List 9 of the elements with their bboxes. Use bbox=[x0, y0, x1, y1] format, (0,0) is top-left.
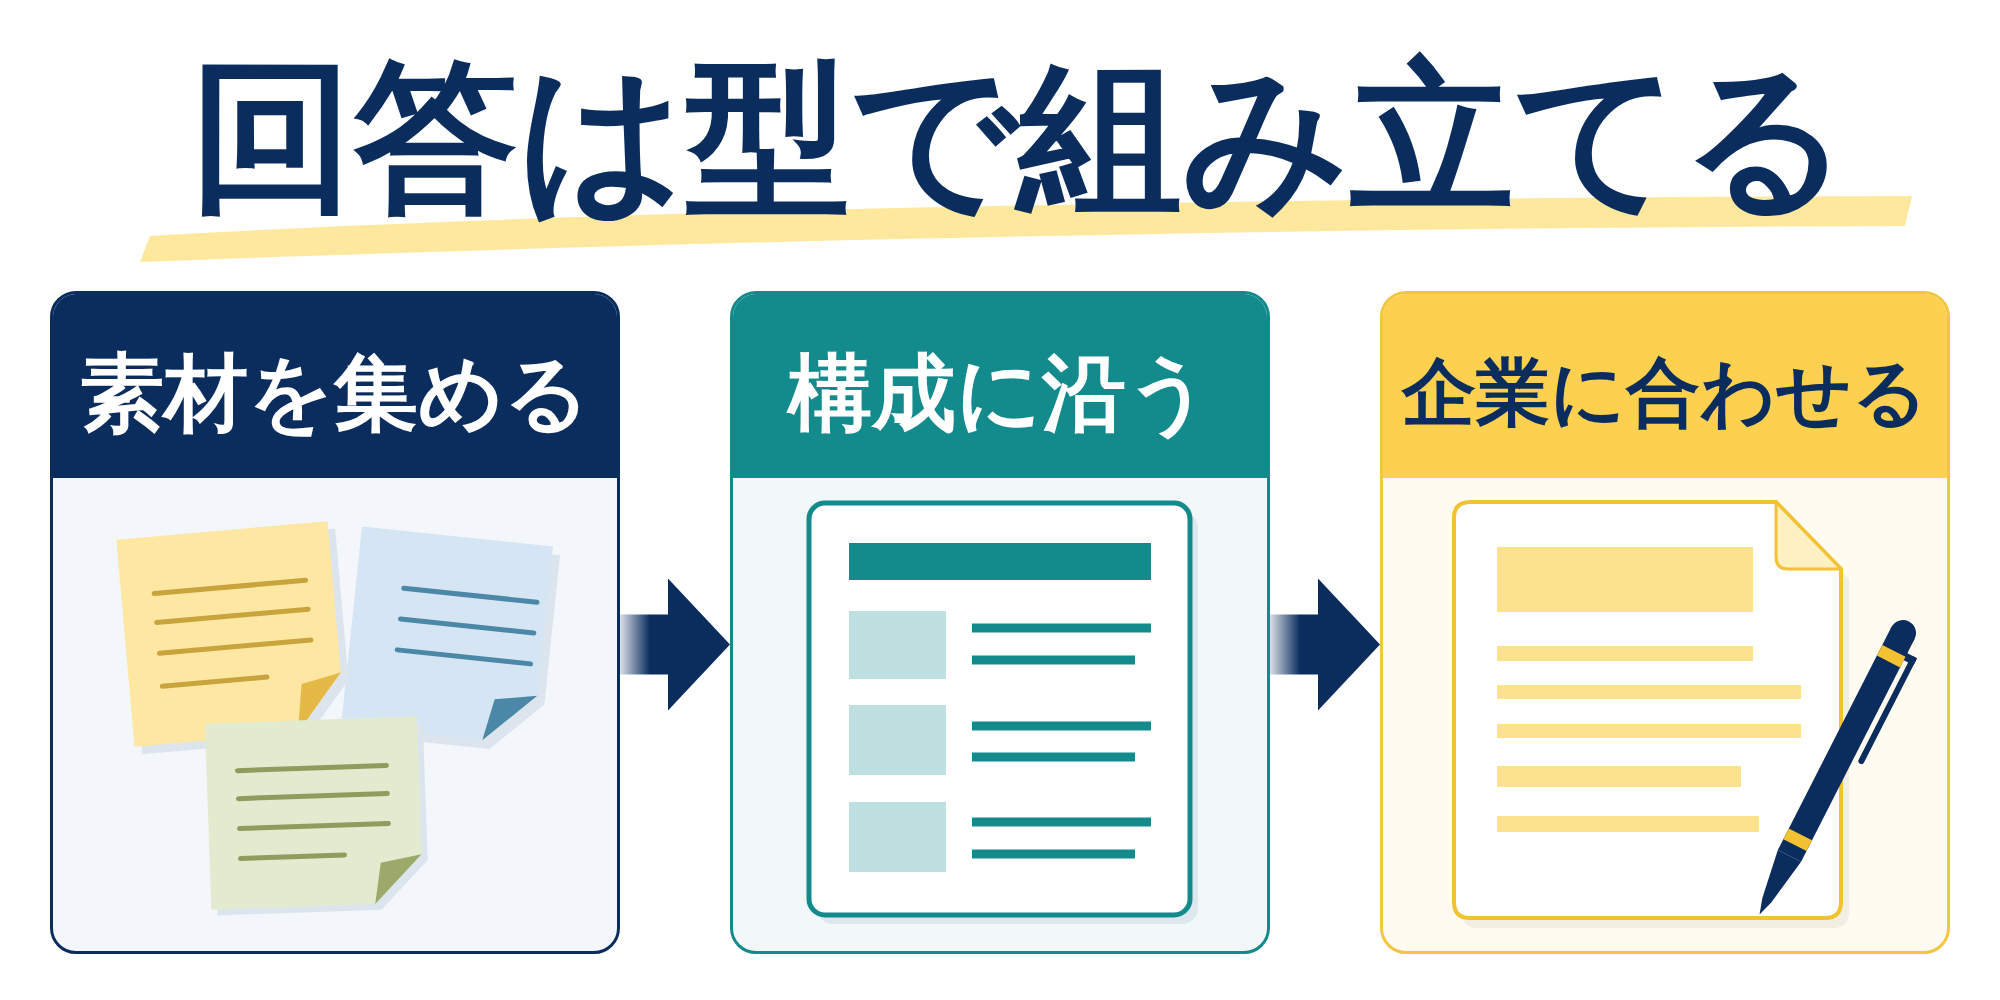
arrow bbox=[620, 578, 730, 711]
panel-heading: 素材を集める bbox=[80, 342, 590, 440]
step-panel bbox=[1380, 291, 1950, 954]
step-panel bbox=[730, 291, 1270, 954]
step-panel bbox=[50, 291, 620, 954]
arrow bbox=[1270, 578, 1380, 711]
title: 回答は型で組み立てる bbox=[190, 52, 1850, 225]
panel-heading: 構成に沿う bbox=[788, 342, 1212, 440]
panel-heading: 企業に合わせる bbox=[1402, 348, 1928, 434]
